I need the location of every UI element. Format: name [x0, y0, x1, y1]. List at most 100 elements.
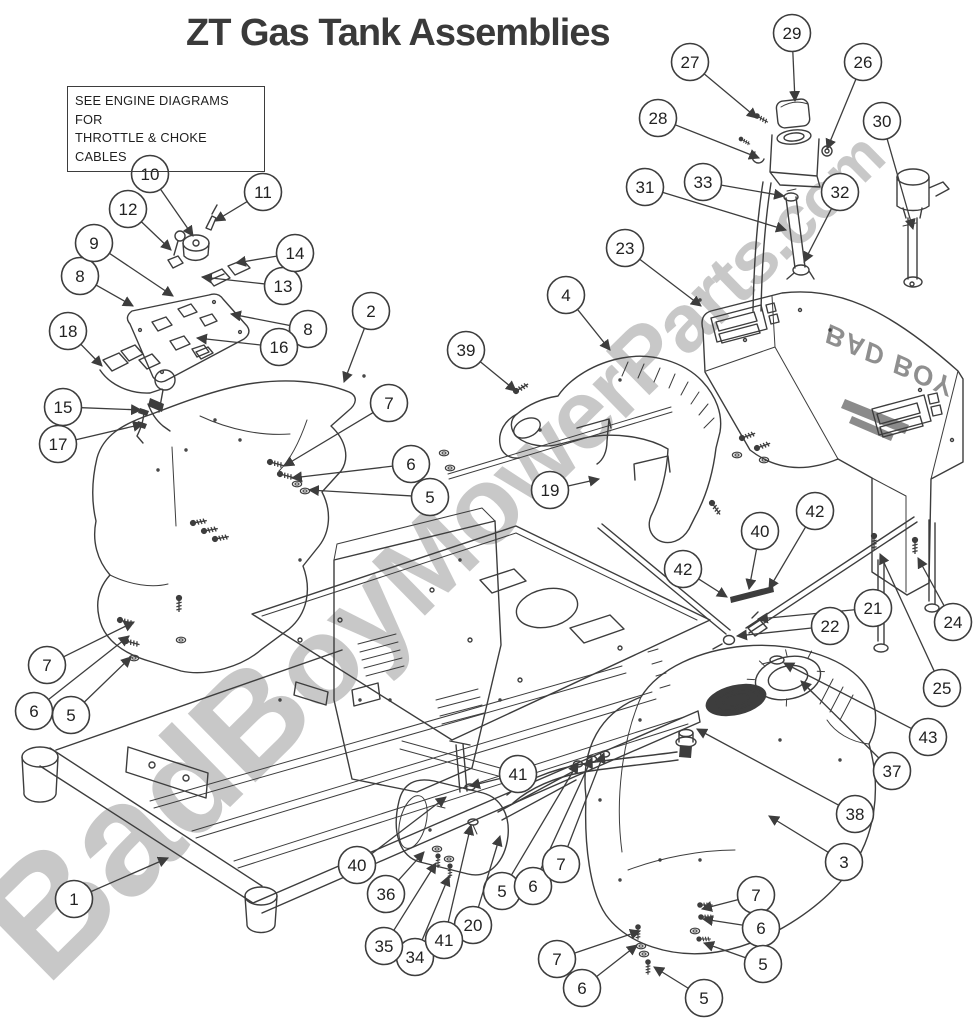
leader-line [307, 485, 412, 497]
callout-number: 23 [616, 239, 635, 258]
throttle-assembly [99, 344, 176, 444]
leader-line [653, 966, 689, 989]
leader-line [879, 552, 935, 672]
callout-20: 20 [453, 834, 503, 945]
leader-line [783, 662, 912, 730]
callout-15: 15 [43, 387, 143, 427]
leader-line [567, 475, 601, 487]
callout-number: 28 [649, 109, 668, 128]
callout-number: 6 [29, 702, 38, 721]
callout-bubble [530, 470, 570, 510]
callout-9: 9 [74, 223, 174, 297]
callout-number: 41 [435, 931, 454, 950]
note-box: SEE ENGINE DIAGRAMS FOR THROTTLE & CHOKE… [67, 86, 265, 173]
leader-line [825, 78, 857, 151]
callout-bubble [795, 491, 835, 531]
leader-line [195, 333, 261, 346]
leader-line [789, 51, 801, 103]
callout-6: 6 [562, 944, 638, 1008]
callout-bubble [337, 845, 377, 885]
leader-line [735, 627, 812, 641]
callout-number: 3 [839, 853, 848, 872]
callout-bubble [835, 794, 875, 834]
callout-bubble [933, 602, 973, 642]
callout-bubble [625, 167, 665, 207]
callout-bubble [670, 42, 710, 82]
callout-7: 7 [283, 383, 409, 467]
callout-bubble [683, 162, 723, 202]
callout-number: 15 [54, 398, 73, 417]
callout-13: 13 [200, 266, 303, 306]
leader-line [596, 944, 638, 978]
callout-5: 5 [653, 966, 724, 1018]
callout-number: 25 [933, 679, 952, 698]
callout-number: 40 [751, 522, 770, 541]
control-panel-assembly [126, 204, 251, 383]
leader-line [80, 343, 103, 367]
callout-14: 14 [234, 233, 315, 273]
leader-line [214, 201, 248, 222]
callout-number: 18 [59, 322, 78, 341]
leader-line [290, 465, 393, 483]
leader-line [701, 915, 743, 926]
callout-number: 6 [756, 919, 765, 938]
callout-28: 28 [638, 98, 761, 160]
callout-32: 32 [803, 172, 860, 263]
callout-number: 6 [528, 877, 537, 896]
callout-bubble [391, 444, 431, 484]
leader-line [702, 941, 746, 959]
callout-bubble [48, 311, 88, 351]
callout-42: 42 [663, 549, 728, 598]
callout-number: 5 [758, 955, 767, 974]
callout-34: 34 [395, 874, 451, 977]
callout-number: 7 [751, 886, 760, 905]
callout-number: 19 [541, 481, 560, 500]
leader-line [81, 404, 143, 416]
callout-bubble [60, 256, 100, 296]
callout-bubble [27, 645, 67, 685]
page-title: ZT Gas Tank Assemblies [186, 12, 611, 54]
callout-1: 1 [54, 856, 170, 919]
callout-bubble [259, 327, 299, 367]
callout-7: 7 [541, 751, 606, 884]
leader-line [397, 851, 425, 881]
leader-line [63, 621, 135, 658]
callout-number: 5 [497, 882, 506, 901]
callout-39: 39 [446, 330, 517, 392]
leader-line [447, 823, 475, 923]
callout-41: 41 [468, 754, 538, 794]
callout-bubble [772, 13, 812, 53]
callout-4: 4 [546, 275, 611, 351]
callout-number: 35 [375, 937, 394, 956]
callout-12: 12 [108, 189, 172, 251]
callout-number: 29 [783, 24, 802, 43]
callout-7: 7 [27, 621, 135, 685]
leader-line [477, 834, 503, 908]
callout-number: 22 [821, 617, 840, 636]
leader-line [510, 762, 579, 876]
callout-number: 7 [42, 656, 51, 675]
callout-27: 27 [670, 42, 758, 119]
callout-bubble [130, 154, 170, 194]
leader-line [803, 208, 833, 263]
callout-number: 39 [457, 341, 476, 360]
leader-line [800, 680, 880, 759]
callout-42: 42 [768, 491, 835, 590]
callout-bubble [820, 172, 860, 212]
fuel-line-assembly [597, 516, 918, 650]
callout-number: 40 [348, 856, 367, 875]
callout-bubble [663, 549, 703, 589]
callout-number: 21 [864, 599, 883, 618]
callout-number: 5 [425, 488, 434, 507]
callout-36: 36 [366, 851, 425, 914]
leader-line [703, 73, 758, 119]
callout-bubble [243, 172, 283, 212]
leader-line [234, 255, 277, 267]
callout-19: 19 [530, 470, 601, 510]
frame-chassis [21, 648, 701, 934]
callout-number: 6 [406, 455, 415, 474]
callout-number: 20 [464, 916, 483, 935]
leader-line [75, 420, 145, 441]
